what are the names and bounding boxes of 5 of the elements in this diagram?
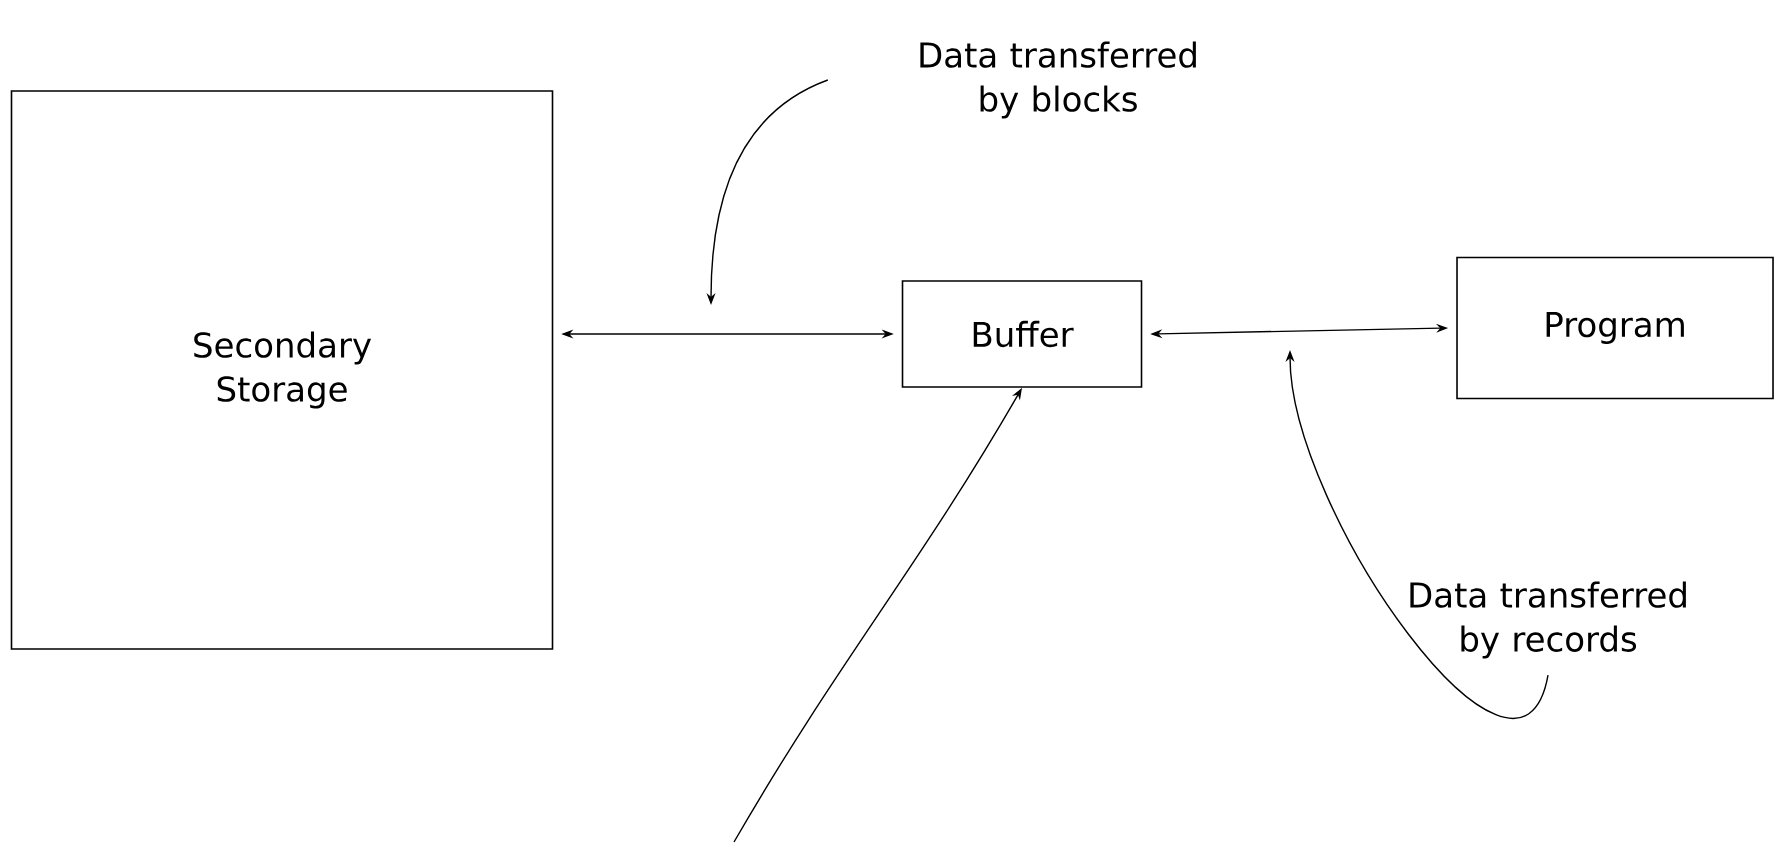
box: Program (1456, 256, 1774, 400)
box: Secondary Storage (10, 90, 554, 650)
box: Buffer (901, 280, 1143, 388)
text-label: Data transferred by records (1410, 581, 1686, 659)
text-label: Data transferred by blocks (920, 41, 1196, 119)
